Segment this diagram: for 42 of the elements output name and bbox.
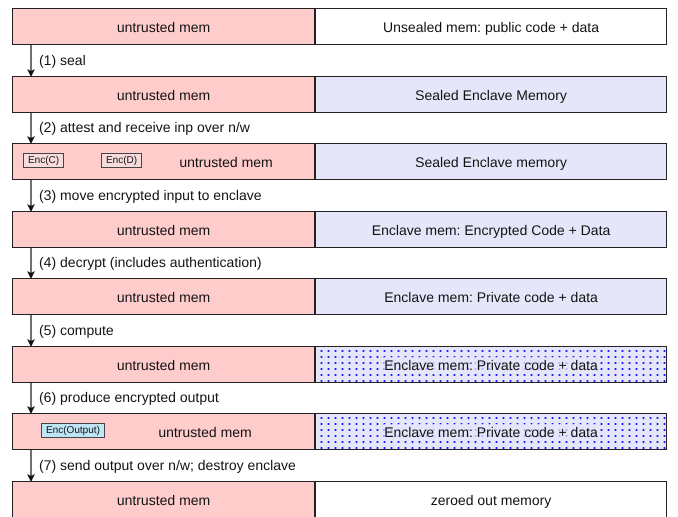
- memory-label: untrusted mem: [116, 288, 210, 304]
- edge-label: (3) move encrypted input to enclave: [39, 186, 262, 202]
- edge-label: (4) decrypt (includes authentication): [39, 254, 262, 270]
- edge-label: (6) produce encrypted output: [39, 389, 219, 405]
- memory-region: [315, 8, 667, 45]
- memory-label: Enclave mem: Private code + data: [384, 288, 598, 304]
- memory-region: [12, 143, 315, 180]
- enclave-memory-region: [315, 143, 667, 180]
- edge-label: (1) seal: [39, 52, 86, 68]
- memory-region: [12, 278, 315, 315]
- enclave-memory-region: [315, 346, 667, 383]
- edge-label: (7) send output over n/w; destroy enclave: [39, 456, 296, 472]
- memory-region: [12, 413, 315, 450]
- enclave-memory-region: [315, 413, 667, 450]
- edge-label: (2) attest and receive inp over n/w: [39, 119, 250, 135]
- encrypted-data-box: Enc(Output): [41, 423, 105, 438]
- memory-label: Enclave mem: Private code + data: [384, 356, 598, 372]
- memory-label: untrusted mem: [116, 222, 210, 238]
- memory-label: untrusted mem: [116, 356, 210, 372]
- memory-label: untrusted mem: [116, 86, 210, 102]
- memory-label: zeroed out memory: [430, 492, 552, 508]
- edge-label: (5) compute: [39, 322, 114, 338]
- memory-label: untrusted mem: [158, 424, 252, 440]
- memory-label: untrusted mem: [116, 18, 210, 34]
- memory-region: [315, 481, 667, 517]
- memory-label: untrusted mem: [179, 154, 273, 170]
- memory-region: [12, 8, 315, 45]
- enclave-memory-region: [315, 76, 667, 113]
- memory-label: Sealed Enclave Memory: [415, 86, 567, 102]
- memory-region: [12, 211, 315, 248]
- memory-label: Enclave mem: Encrypted Code + Data: [372, 222, 610, 238]
- memory-region: [12, 76, 315, 113]
- memory-label: Sealed Enclave memory: [415, 154, 567, 170]
- memory-label: untrusted mem: [116, 492, 210, 508]
- encrypted-data-box: Enc(D): [101, 153, 142, 168]
- enclave-memory-region: [315, 278, 667, 315]
- memory-region: [12, 481, 315, 517]
- memory-label: Enclave mem: Private code + data: [384, 424, 598, 440]
- memory-region: [12, 346, 315, 383]
- enclave-memory-region: [315, 211, 667, 248]
- encrypted-data-box: Enc(C): [23, 153, 64, 168]
- memory-label: Unsealed mem: public code + data: [383, 18, 599, 34]
